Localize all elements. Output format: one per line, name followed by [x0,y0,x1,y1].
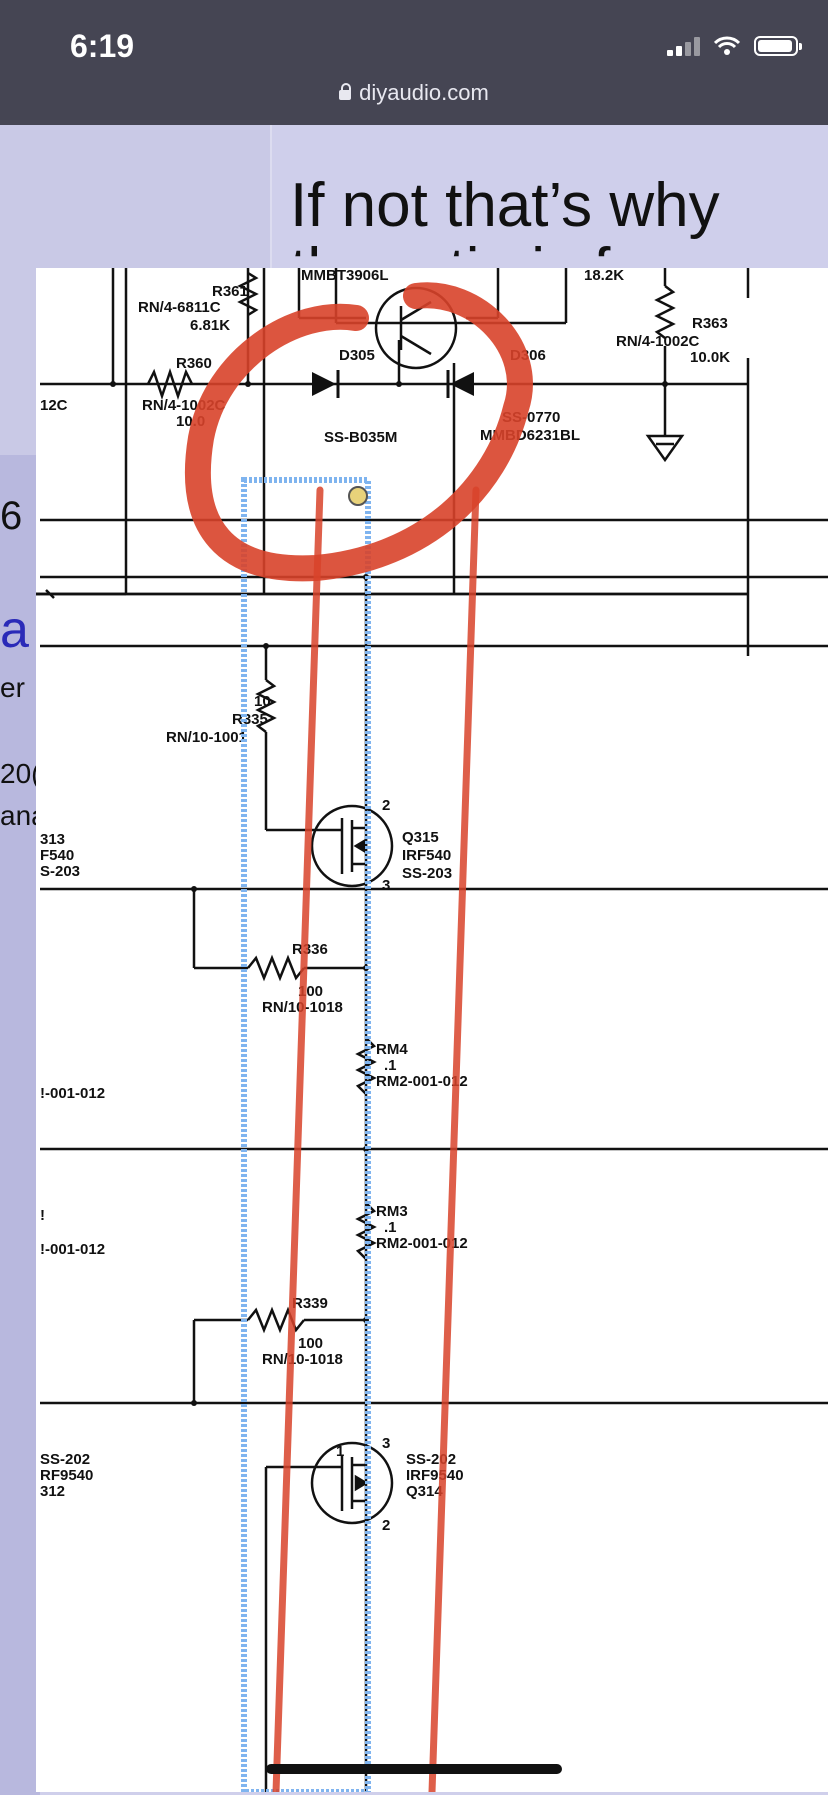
label-left-12c: 12C [40,397,68,414]
label-pin-3-b: 3 [382,1435,390,1452]
horizontal-rails-drawn [40,518,828,1405]
label-left-irf: RF9540 [40,1467,93,1484]
label-r335-part: RN/10-1001 [166,729,247,746]
label-left-f540: F540 [40,847,74,864]
label-rm4-part: RM2-001-012 [376,1073,468,1090]
label-pin-2: 2 [382,797,390,814]
label-r361-val: 6.81K [190,317,230,334]
label-r339-part: RN/10-1018 [262,1351,343,1368]
label-q315-part2: SS-203 [402,865,452,882]
label-pin-1: 1 [336,1443,344,1460]
red-line-right [428,486,480,1792]
label-r-top-val: 18.2K [584,268,624,284]
label-left-001-b: !-001-012 [40,1241,105,1258]
label-d305-part: SS-B035M [324,429,397,446]
label-pin-2-b: 2 [382,1517,390,1534]
mosfet-q315 [306,804,394,888]
label-left-313: 313 [40,831,65,848]
label-left-312: 312 [40,1483,65,1500]
label-rm3-val: .1 [384,1219,397,1236]
schematic-labels: R361 RN/4-6811C 6.81K MMBT3906L 18.2K R3… [40,268,730,1534]
label-left-001-a: !-001-012 [40,1085,105,1102]
background-heading: If not that’s why [290,171,720,240]
mosfet-q314 [306,1441,394,1525]
top-wiring [40,268,748,1792]
background-sidebar-lower [0,455,40,1795]
label-r335: R335 [232,711,268,728]
home-indicator[interactable] [266,1764,562,1774]
label-r339: R339 [292,1295,328,1312]
status-bar: 6:19 diyaudio.com [0,0,828,125]
label-r339-val: 100 [298,1335,323,1352]
ground-symbol [645,426,685,463]
label-r363: R363 [692,315,728,332]
label-left-bang: ! [40,1207,45,1224]
selection-handle[interactable] [348,486,368,506]
label-rm4: RM4 [376,1041,408,1058]
background-edge-letter: a [0,601,29,659]
background-edge-number: 6 [0,494,23,538]
label-pin-3: 3 [382,877,390,894]
label-left-s203: S-203 [40,863,80,880]
diode-d306 [446,370,474,398]
label-rm4-val: .1 [384,1057,397,1074]
background-edge-fragment: er [0,672,25,703]
label-r360: R360 [176,355,212,372]
resistor-r360 [146,368,194,400]
background-edge-fragment: 20( [0,758,41,789]
resistor-r336 [247,954,305,982]
cellular-signal-icon [667,36,700,56]
label-r363-val: 10.0K [690,349,730,366]
selection-box[interactable] [241,477,371,1792]
red-line-left [272,486,324,1792]
schematic-image: R361 RN/4-6811C 6.81K MMBT3906L 18.2K R3… [36,268,828,1792]
resistor-r335 [255,679,277,733]
wifi-icon [714,36,740,55]
label-q314-part: SS-202 [406,1451,456,1468]
label-r361: R361 [212,283,248,300]
clock: 6:19 [70,28,135,64]
label-rm3: RM3 [376,1203,408,1220]
label-d305: D305 [339,347,375,364]
label-left-ss202: SS-202 [40,1451,90,1468]
red-annotation [184,282,533,1792]
resistor-r363 [654,285,676,339]
label-rm3-part: RM2-001-012 [376,1235,468,1252]
schematic-wires [36,268,750,656]
label-r335-val: 10 [254,693,271,710]
label-r361-part: RN/4-6811C [138,299,221,316]
label-r363-part: RN/4-1002C [616,333,700,350]
resistor-symbols [146,271,676,1334]
label-q315-part: IRF540 [402,847,451,864]
r335-wiring [192,646,366,1792]
background-heading-line2: the ratio is f [290,235,610,256]
label-q315: Q315 [402,829,439,846]
resistor-r361 [237,271,259,317]
label-q314-part2: IRF9540 [406,1467,464,1484]
battery-icon [754,36,802,56]
diode-d305 [312,370,340,398]
label-q314: Q314 [406,1483,443,1500]
label-q-top: MMBT3906L [301,268,389,284]
image-viewer[interactable]: R361 RN/4-6811C 6.81K MMBT3906L 18.2K R3… [36,268,828,1792]
system-icons [667,36,802,56]
url-text: diyaudio.com [359,80,489,105]
url-bar[interactable]: diyaudio.com [0,80,828,106]
lock-icon [339,83,352,100]
label-r336: R336 [292,941,328,958]
